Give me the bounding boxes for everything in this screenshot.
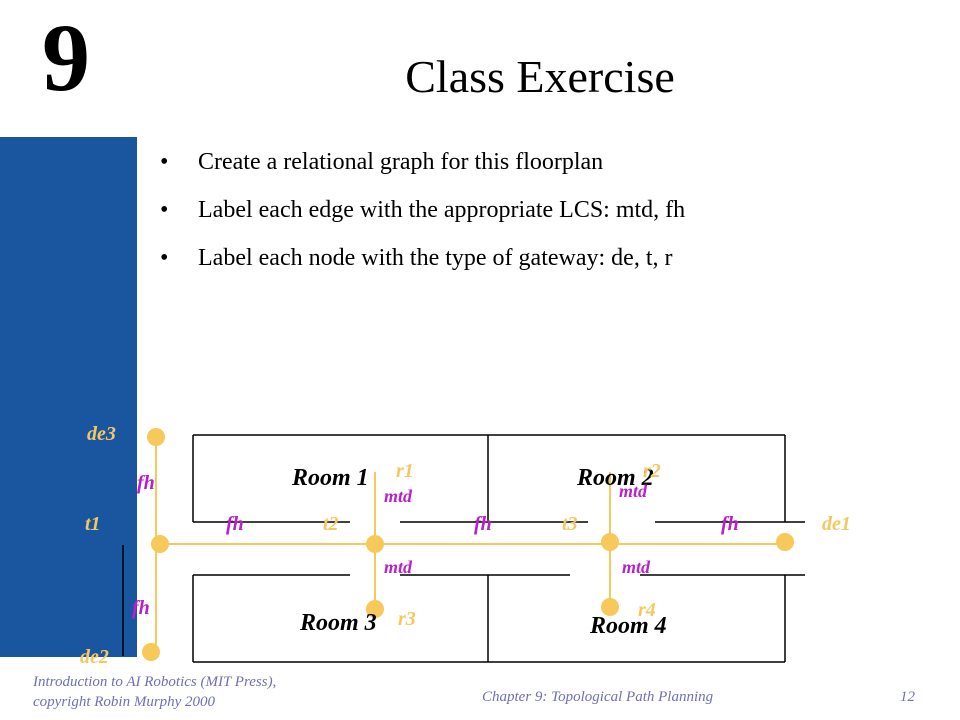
room-4-label: Room 4 — [589, 613, 667, 639]
gateway-label-de1: de1 — [822, 513, 851, 535]
node-r3 — [366, 600, 384, 618]
footer-source-line: copyright Robin Murphy 2000 — [33, 694, 216, 710]
node-de3 — [147, 428, 165, 446]
gateway-label-r2: r2 — [643, 460, 661, 482]
graph-nodes — [142, 428, 794, 661]
edge-label-fh: fh — [137, 472, 155, 494]
node-t2 — [366, 535, 384, 553]
node-de2 — [142, 643, 160, 661]
edge-label-fh: fh — [474, 513, 492, 535]
gateway-label-t1: t1 — [85, 513, 101, 535]
bullet-text: Label each edge with the appropriate LCS… — [198, 197, 686, 223]
graph-edges — [155, 437, 785, 652]
gateway-label-de3: de3 — [87, 423, 116, 445]
bullet-icon: • — [160, 245, 169, 271]
room-3-label: Room 3 — [299, 610, 377, 636]
node-t1 — [151, 535, 169, 553]
edge-label-mtd: mtd — [384, 557, 413, 577]
chapter-number: 9 — [42, 4, 90, 111]
footer-chapter: Chapter 9: Topological Path Planning — [482, 689, 714, 705]
bullet-icon: • — [160, 149, 169, 175]
edge-label-fh: fh — [721, 513, 739, 535]
gateway-label-t2: t2 — [323, 513, 339, 535]
slide-title: Class Exercise — [405, 51, 675, 102]
floorplan-walls — [122, 434, 805, 663]
room-2-label: Room 2 — [576, 465, 654, 491]
edge-label-mtd: mtd — [384, 486, 413, 506]
gateway-label-de2: de2 — [80, 646, 109, 668]
gateway-label-r3: r3 — [398, 608, 416, 630]
room-1-label: Room 1 — [291, 465, 369, 491]
bullet-item: • Label each edge with the appropriate LC… — [160, 190, 685, 238]
bullet-list: • Create a relational graph for this floo… — [160, 142, 685, 286]
footer-page-number: 12 — [900, 689, 915, 705]
sidebar-band — [0, 137, 137, 657]
footer-source-line: Introduction to AI Robotics (MIT Press), — [33, 674, 277, 690]
node-r4 — [601, 598, 619, 616]
bullet-item: • Label each node with the type of gatewa… — [160, 238, 685, 286]
footer-source: Introduction to AI Robotics (MIT Press),… — [33, 672, 276, 712]
bullet-item: • Create a relational graph for this floo… — [160, 142, 685, 190]
node-t3 — [601, 533, 619, 551]
bullet-text: Label each node with the type of gateway… — [198, 245, 673, 271]
edge-label-mtd: mtd — [622, 557, 651, 577]
bullet-icon: • — [160, 197, 169, 223]
gateway-label-t3: t3 — [562, 513, 578, 535]
node-de1 — [776, 533, 794, 551]
edge-label-mtd: mtd — [619, 481, 648, 501]
edge-label-fh: fh — [226, 513, 244, 535]
edge-label-fh: fh — [132, 597, 150, 619]
gateway-label-r1: r1 — [396, 460, 414, 482]
bullet-text: Create a relational graph for this floor… — [198, 149, 604, 175]
gateway-label-r4: r4 — [638, 599, 656, 621]
